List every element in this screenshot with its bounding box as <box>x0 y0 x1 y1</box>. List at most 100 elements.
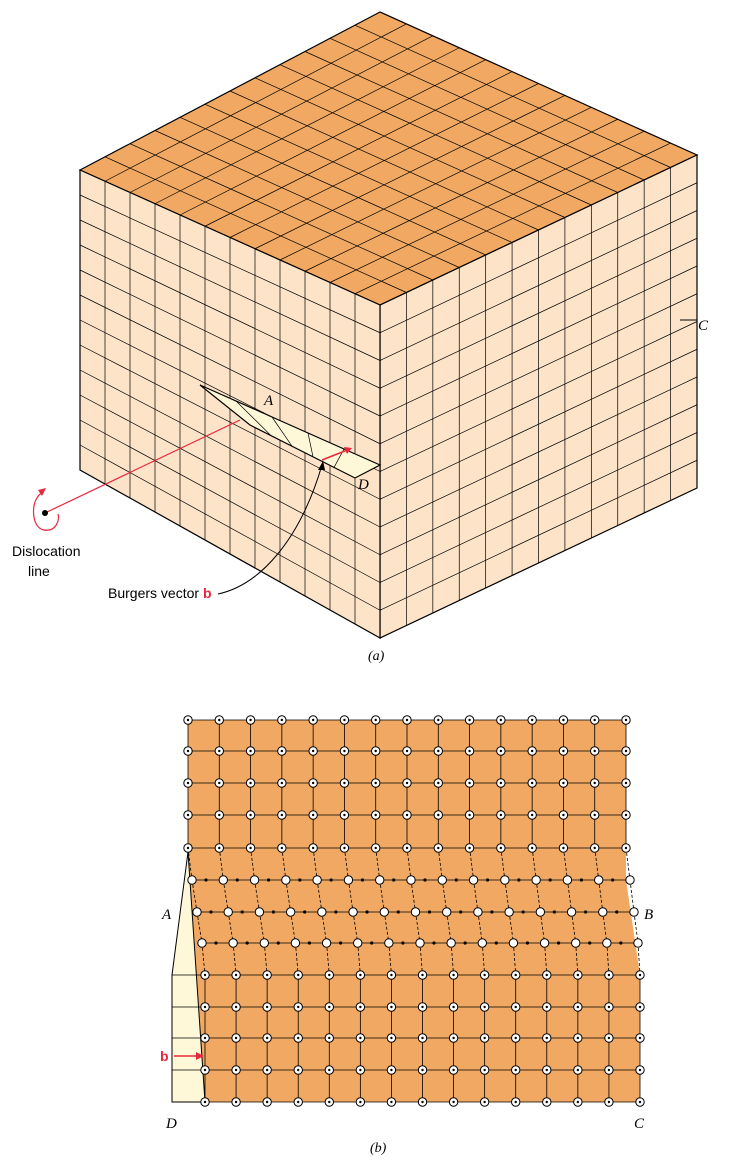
lattice-col-line <box>437 847 443 881</box>
interstitial-dot <box>427 910 432 914</box>
interstitial-dot <box>463 941 467 945</box>
lattice-col-line <box>321 911 327 944</box>
lattice-atom <box>348 907 358 917</box>
lattice-atom-dot <box>562 813 565 817</box>
lattice-atom-dot <box>437 781 440 785</box>
lattice-col-line <box>531 847 537 881</box>
lattice-atom-dot <box>343 718 346 722</box>
lattice-col-line <box>563 847 568 881</box>
interstitial-dot <box>338 941 343 945</box>
lattice-atom-dot <box>359 1005 362 1009</box>
lattice-atom-dot <box>218 718 221 722</box>
lattice-col-line <box>406 847 412 881</box>
lattice-atom-dot <box>234 973 238 977</box>
lattice-col-line <box>477 911 483 944</box>
lattice-atom <box>598 907 608 917</box>
lattice-atom-dot <box>234 1068 238 1072</box>
lattice-atom <box>197 938 207 948</box>
lattice-atom-dot <box>297 1036 300 1040</box>
lattice-col-line <box>410 879 416 913</box>
lattice-atom-dot <box>280 846 284 850</box>
lattice-atom-dot <box>483 1036 486 1040</box>
lattice-atom-dot <box>452 1005 455 1009</box>
lattice-col-line <box>259 911 265 944</box>
interstitial-dot <box>240 910 244 914</box>
lattice-atom-dot <box>265 973 269 977</box>
interstitial-dot <box>214 941 218 945</box>
top-face-grid-v-line <box>179 59 486 216</box>
interstitial-dot <box>548 878 552 882</box>
lattice-atom <box>625 875 635 885</box>
lattice-atom-dot <box>452 1068 455 1072</box>
label-c-fig-b: C <box>634 1116 645 1132</box>
lattice-atom-dot <box>203 973 207 977</box>
lattice-atom-dot <box>311 718 315 722</box>
lattice-atom <box>317 907 327 917</box>
caption-b: (b) <box>370 1141 387 1156</box>
lattice-atom <box>571 938 581 948</box>
lattice-atom <box>437 875 447 885</box>
lattice-atom-dot <box>311 781 315 785</box>
lattice-atom-dot <box>452 1036 455 1040</box>
top-face-grid-v-line <box>354 142 671 295</box>
right-face-grid-v-line <box>379 404 698 556</box>
lattice-atom-dot <box>530 813 534 817</box>
lattice-atom-dot <box>328 1005 331 1009</box>
lattice-atom-dot <box>374 846 377 850</box>
lattice-atom-dot <box>421 1036 424 1040</box>
lattice-atom-dot <box>203 1068 207 1072</box>
front-face-grid-v-line <box>79 219 381 361</box>
lattice-atom <box>218 875 228 885</box>
lattice-atom <box>442 907 452 917</box>
right-face-grid-v-line <box>379 432 698 583</box>
lattice-atom-dot <box>311 846 315 850</box>
lattice-atom-dot <box>405 781 409 785</box>
lattice-atom-dot <box>297 973 300 977</box>
lattice-col-line <box>606 942 610 976</box>
right-face-grid-v-line <box>379 293 698 445</box>
lattice-col-line <box>571 911 577 944</box>
lattice-col-line <box>625 847 631 881</box>
lattice-col-line <box>312 847 318 881</box>
interstitial-dot <box>619 941 623 945</box>
lattice-col-line <box>201 942 206 976</box>
lattice-atom-dot <box>468 718 471 722</box>
dislocation-line-label: Dislocation <box>12 543 80 559</box>
lattice-atom <box>562 875 573 885</box>
lattice-atom-dot <box>265 1005 269 1009</box>
right-face-grid-v-line <box>379 376 698 528</box>
lattice-atom-dot <box>186 718 190 722</box>
lattice-atom <box>249 875 260 885</box>
lattice-atom-dot <box>297 1068 300 1072</box>
lattice-atom-dot <box>562 846 565 850</box>
interstitial-dot <box>276 941 280 945</box>
lattice-col-line <box>352 911 359 944</box>
interstitial-dot <box>588 941 592 945</box>
interstitial-dot <box>525 941 530 945</box>
label-d-fig-b: D <box>165 1116 177 1132</box>
interstitial-dot <box>401 941 405 945</box>
lattice-atom-dot <box>234 1036 238 1040</box>
lattice-atom-dot <box>343 813 346 817</box>
top-face-grid-v-line <box>304 118 618 272</box>
lattice-atom-dot <box>593 749 596 753</box>
lattice-atoms <box>183 715 645 1107</box>
lattice-atom-dot <box>421 973 424 977</box>
right-face-grid-v-line <box>379 265 698 417</box>
lattice-col-line <box>539 911 545 944</box>
rotation-arrowhead-icon <box>38 488 46 496</box>
lattice-col-line <box>544 942 548 976</box>
front-face-grid-v-line <box>79 244 381 389</box>
lattice-atom <box>379 907 389 917</box>
right-face-grid-v-line <box>379 210 698 361</box>
interstitial-dot <box>517 878 521 882</box>
lattice-atom-dot <box>576 1100 580 1104</box>
interstitial-dot <box>579 878 584 882</box>
lattice-atom <box>477 938 487 948</box>
lattice-atom-dot <box>265 1036 269 1040</box>
lattice-atom-dot <box>593 813 596 817</box>
lattice-col-line <box>357 942 361 976</box>
lattice-atom-dot <box>576 1068 580 1072</box>
lattice-col-line <box>473 879 479 913</box>
lattice-atom-dot <box>514 1100 517 1104</box>
